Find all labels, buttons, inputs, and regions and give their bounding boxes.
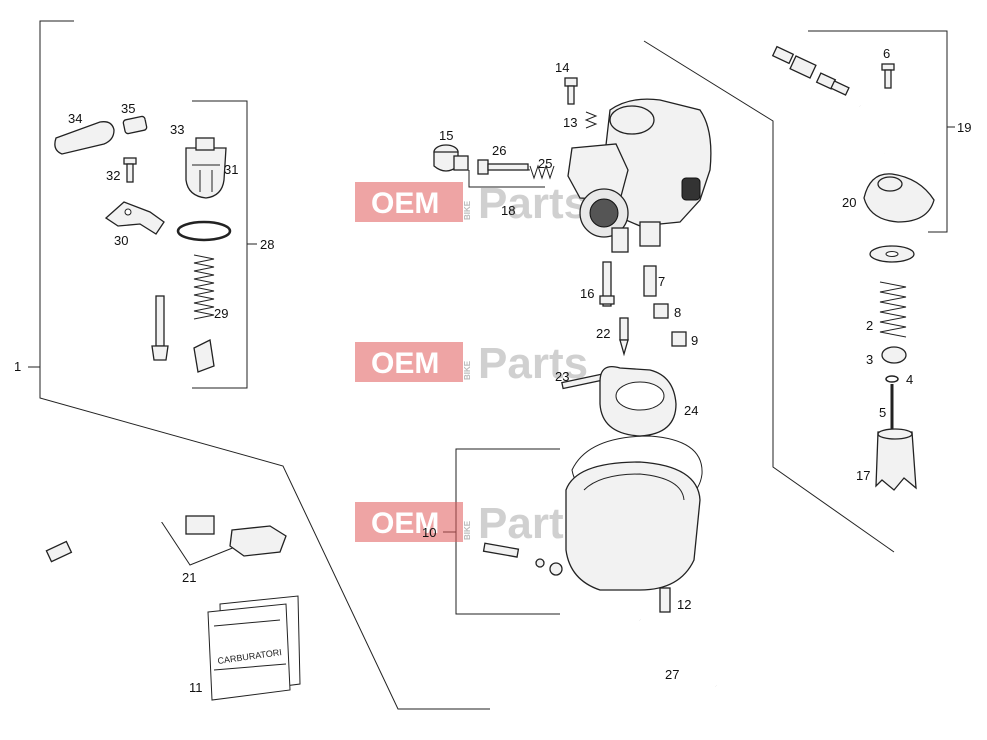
label-6: 6 xyxy=(883,46,890,61)
part-labels: 1 2 3 4 5 6 7 8 9 10 11 12 13 14 15 16 1… xyxy=(14,46,971,695)
label-32: 32 xyxy=(106,168,120,183)
label-15: 15 xyxy=(439,128,453,143)
label-8: 8 xyxy=(674,305,681,320)
label-20: 20 xyxy=(842,195,856,210)
watermark-parts-text: Parts xyxy=(478,339,588,388)
part-35-fitting xyxy=(122,115,148,135)
watermark-1: OEM BIKE Parts xyxy=(355,179,588,228)
label-28: 28 xyxy=(260,237,274,252)
label-16: 16 xyxy=(580,286,594,301)
part-4-clip xyxy=(885,375,899,383)
part-9-jet xyxy=(671,331,687,347)
part-13-spring xyxy=(584,111,598,129)
part-6-screw xyxy=(881,63,895,89)
part-20-cover xyxy=(863,173,935,223)
part-float-bowl xyxy=(565,461,701,591)
label-33: 33 xyxy=(170,122,184,137)
group-18-bracket xyxy=(468,170,545,188)
label-29: 29 xyxy=(214,306,228,321)
watermark-3: OEM BIKE Parts xyxy=(355,499,588,548)
label-18: 18 xyxy=(501,203,515,218)
part-cable-adjuster xyxy=(771,45,850,96)
watermark-2: OEM BIKE Parts xyxy=(355,339,588,388)
group-frames xyxy=(28,20,955,710)
part-24-float xyxy=(599,365,677,437)
part-11-document: CARBURATORI xyxy=(207,595,301,701)
label-25: 25 xyxy=(538,156,552,171)
part-washer xyxy=(869,245,915,263)
watermark-oem-text: OEM xyxy=(371,187,439,220)
label-14: 14 xyxy=(555,60,569,75)
part-7-jet xyxy=(643,265,657,297)
part-2-spring xyxy=(879,281,907,338)
group-1-bracket xyxy=(39,20,490,710)
watermark-bike-text: BIKE xyxy=(463,360,472,380)
part-32-screw xyxy=(123,157,137,183)
label-19: 19 xyxy=(957,120,971,135)
part-28-oring xyxy=(176,220,232,242)
label-10: 10 xyxy=(422,525,436,540)
label-35: 35 xyxy=(121,101,135,116)
label-2: 2 xyxy=(866,318,873,333)
part-31-starter-body xyxy=(185,137,227,199)
label-12: 12 xyxy=(677,597,691,612)
watermark-parts-text: Parts xyxy=(478,179,588,228)
label-5: 5 xyxy=(879,405,886,420)
watermark-oem-text: OEM xyxy=(371,507,439,540)
watermark-oem-text: OEM xyxy=(371,347,439,380)
part-30-bracket xyxy=(104,201,165,235)
part-34-knob xyxy=(54,121,115,155)
part-14-screw xyxy=(564,77,578,105)
label-22: 22 xyxy=(596,326,610,341)
part-elbow-tube xyxy=(858,103,887,155)
part-3-retainer xyxy=(881,346,907,364)
label-31: 31 xyxy=(224,162,238,177)
watermark-bike-text: BIKE xyxy=(463,520,472,540)
part-16-jet xyxy=(599,261,615,307)
label-13: 13 xyxy=(563,115,577,130)
group-19-bracket xyxy=(808,30,948,233)
part-29-spring xyxy=(193,254,215,320)
label-27: 27 xyxy=(665,667,679,682)
group-carb-bracket xyxy=(643,40,895,553)
part-15-cap xyxy=(433,144,469,172)
label-21: 21 xyxy=(182,570,196,585)
part-carburetor-body xyxy=(567,98,712,253)
label-4: 4 xyxy=(906,372,913,387)
part-17-slide xyxy=(875,428,917,491)
label-23: 23 xyxy=(555,369,569,384)
part-22-needle xyxy=(619,317,629,357)
part-plunger xyxy=(151,295,169,361)
label-24: 24 xyxy=(684,403,698,418)
label-26: 26 xyxy=(492,143,506,158)
part-21-wiring xyxy=(45,515,287,563)
part-valve-seat xyxy=(193,339,215,373)
label-3: 3 xyxy=(866,352,873,367)
label-30: 30 xyxy=(114,233,128,248)
part-drain-screw xyxy=(482,542,563,576)
part-8-jet xyxy=(653,303,669,319)
part-26-screw xyxy=(477,159,531,175)
part-12-screw xyxy=(659,587,671,613)
watermark-bike-text: BIKE xyxy=(463,200,472,220)
label-17: 17 xyxy=(856,468,870,483)
label-9: 9 xyxy=(691,333,698,348)
label-1: 1 xyxy=(14,359,21,374)
label-7: 7 xyxy=(658,274,665,289)
part-27-hose xyxy=(638,618,718,688)
label-34: 34 xyxy=(68,111,82,126)
part-25-spring xyxy=(529,164,555,180)
part-33-cable xyxy=(145,107,212,146)
label-11: 11 xyxy=(189,680,203,695)
